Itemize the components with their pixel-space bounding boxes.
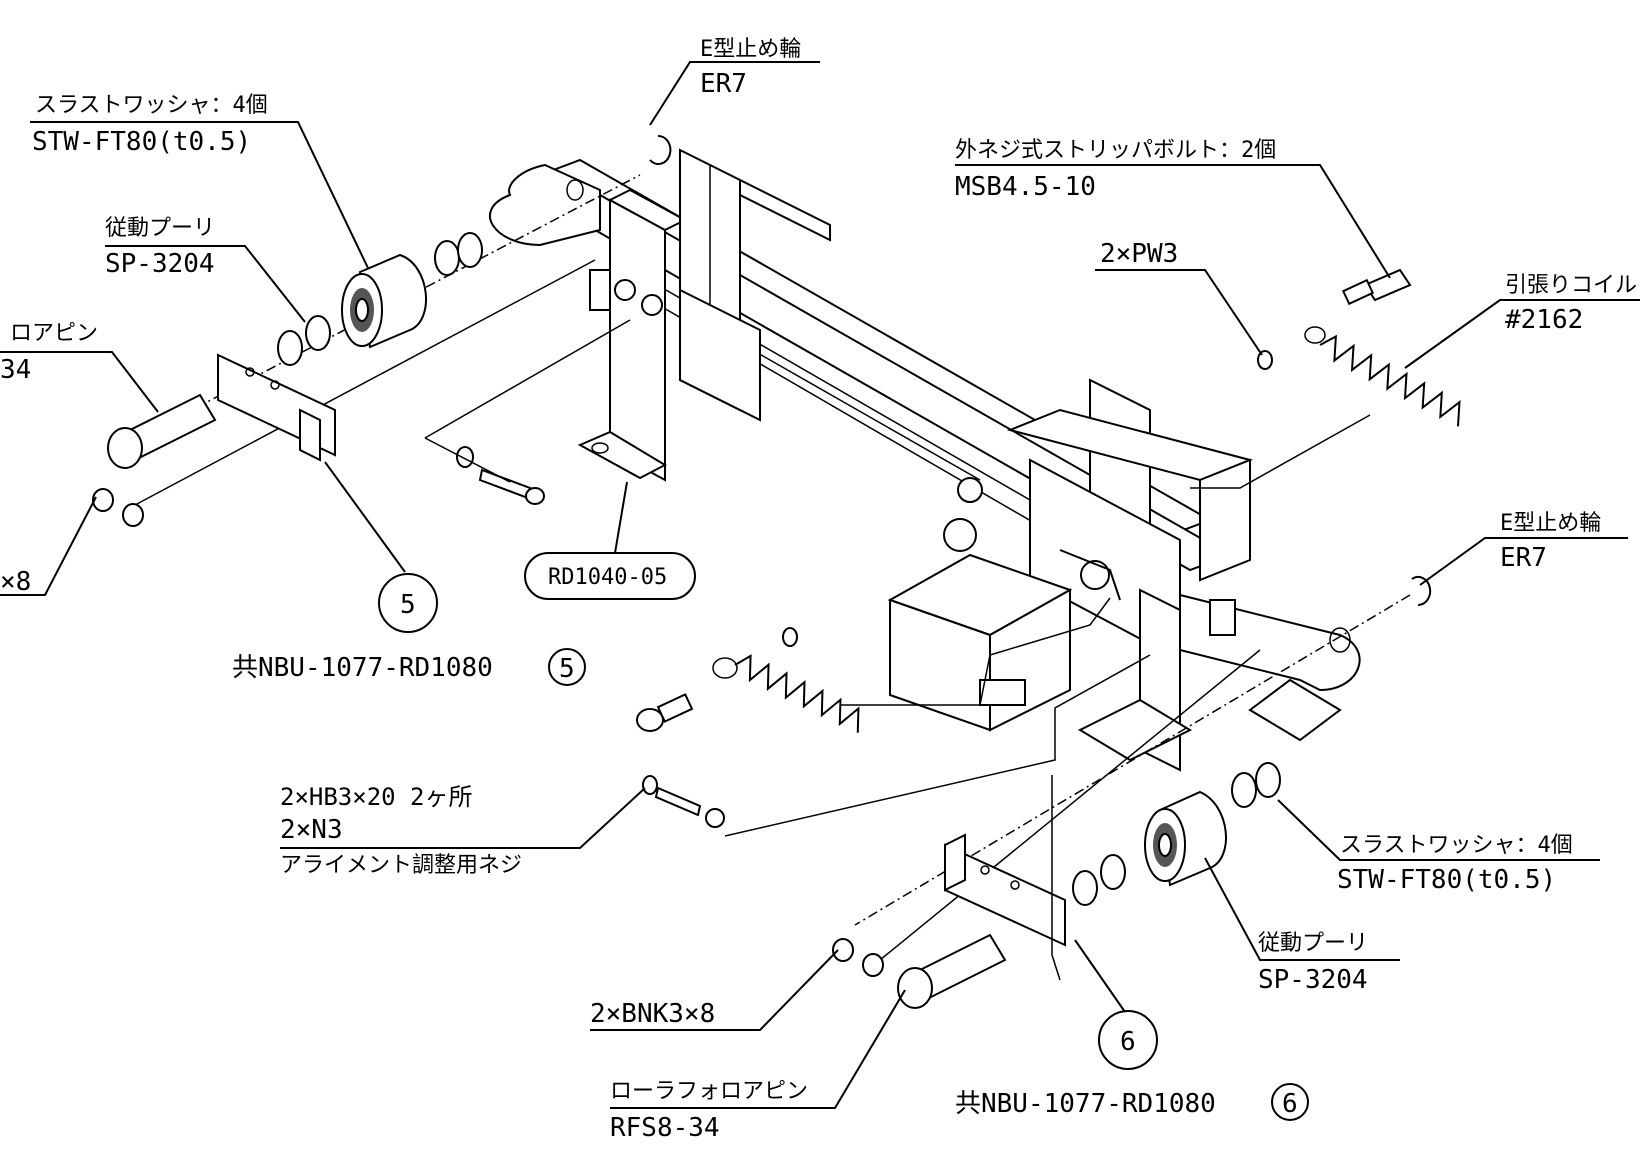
e-ring-right-code: ER7 [1500,543,1547,573]
left-vertical-bracket [577,188,688,482]
stripper-bolt-bottom [636,693,694,732]
pw-code: 2×PW3 [1100,239,1178,269]
driven-pulley-top [341,253,427,349]
alignment-bolt-center [456,446,545,505]
frame-code: RD1040-05 [548,565,667,590]
button-bolts-bottom [832,938,884,977]
frame-code-capsule [524,552,696,600]
pulley-top-code: SP-3204 [105,249,215,279]
bnk-bottom-code: 2×BNK3×8 [590,999,715,1029]
item-5-ref-num: 5 [559,654,575,684]
e-ring-top-code: ER7 [700,69,747,99]
e-ring-top-title: E型止め輪 [700,37,801,62]
thrust-washers-bottom [1072,762,1281,906]
bnk-top-code: ×8 [0,567,31,597]
upper-mount-plate [679,148,831,422]
thrust-bottom-title: スラストワッシャ：4個 [1340,833,1573,858]
thrust-washers-top [277,232,483,366]
leader-lines [0,61,1640,1109]
motor [887,549,1121,732]
item-5-ref-circle [548,648,586,686]
thrust-bottom-code: STW-FT80(t0.5) [1337,865,1556,895]
plain-washer-bottom [782,627,798,647]
tension-spring-bottom [712,654,860,733]
driven-pulley-bottom [1144,790,1227,887]
item-6-ref-num: 6 [1282,1089,1298,1119]
spring-title: 引張りコイル [1505,273,1637,298]
item-6-ref: 共NBU-1077-RD1080 [955,1089,1216,1119]
plain-washer-top [1257,350,1273,370]
thrust-top-code: STW-FT80(t0.5) [32,127,251,157]
hb-line1: 2×HB3×20 2ヶ所 [280,783,473,811]
thrust-top-title: スラストワッシャ：4個 [35,93,268,118]
stripper-bolt-top [1341,268,1412,306]
pulley-bottom-title: 従動プーリ [1258,931,1368,956]
bracket-5 [217,353,336,462]
item-5-number: 5 [400,590,416,620]
pin-bottom-code: RFS8-34 [610,1113,720,1143]
hb-line2: 2×N3 [280,815,343,845]
hb-line3: アライメント調整用ネジ [280,853,522,878]
right-belt-loop [1179,593,1361,742]
pin-top-title: ロアピン [10,321,98,346]
e-ring-right-title: E型止め輪 [1500,511,1601,536]
spring-code: #2162 [1505,305,1583,335]
strip-bolt-code: MSB4.5-10 [955,172,1096,202]
roller-pin-bottom [897,933,1007,1009]
pin-top-code: 34 [0,355,31,385]
bracket-6 [944,833,1066,947]
alignment-bolt-bottom [642,775,725,828]
pulley-bottom-code: SP-3204 [1258,965,1368,995]
strip-bolt-title: 外ネジ式ストリッパボルト：2個 [955,138,1276,163]
item-6-number: 6 [1120,1027,1136,1057]
e-ring-top [649,134,672,165]
item-6-balloon [1098,1010,1158,1070]
button-bolts-top [92,488,144,527]
item-5-balloon [378,573,438,633]
e-ring-right [1411,576,1432,607]
item-6-ref-circle [1271,1083,1309,1121]
left-belt-loop [489,163,601,247]
callout-labels: E型止め輪 ER7 スラストワッシャ：4個 STW-FT80(t0.5) 従動プ… [0,37,1637,1143]
pulley-top-title: 従動プーリ [105,216,215,241]
right-center-bracket [943,458,1193,772]
pin-bottom-title: ローラフォロアピン [610,1079,808,1104]
item-5-ref: 共NBU-1077-RD1080 [232,653,493,683]
tension-spring-top [1304,326,1461,427]
roller-pin-top [107,393,217,469]
